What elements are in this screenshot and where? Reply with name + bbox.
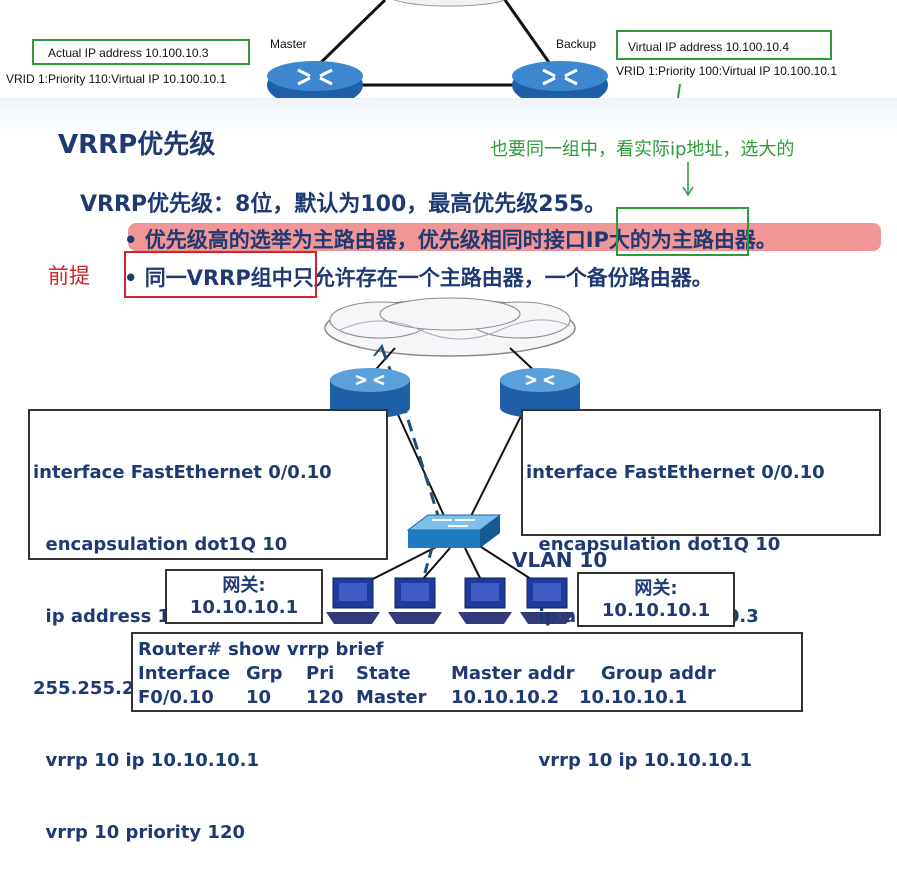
host-icon-3 — [458, 577, 512, 624]
header-interface: Interface — [138, 663, 231, 684]
left-router-config: interface FastEthernet 0/0.10 encapsulat… — [28, 409, 388, 843]
show-vrrp-output: Router# show vrrp brief Interface Grp Pr… — [131, 632, 803, 712]
backup-router-icon — [512, 61, 608, 100]
slide-background — [0, 98, 897, 716]
actual-ip-box: Actual IP address 10.100.10.3 — [32, 39, 250, 65]
host-icon-4 — [520, 577, 574, 624]
gateway-left-ip: 10.10.10.1 — [189, 597, 299, 618]
cell-group-addr: 10.10.10.1 — [579, 687, 688, 708]
cell-interface: F0/0.10 — [138, 687, 214, 708]
host-icon-1 — [326, 577, 380, 624]
backup-label: Backup — [556, 37, 597, 51]
network-diagram — [324, 297, 580, 624]
cell-master-addr: 10.10.10.2 — [451, 687, 560, 708]
left-config-line: encapsulation dot1Q 10 — [33, 534, 288, 555]
top-diagram-strip — [0, 0, 897, 98]
green-annotation: 也要同一组中，看实际ip地址，选大的 — [490, 139, 795, 160]
bullet-single-master: • 同一VRRP组中只允许存在一个主路由器，一个备份路由器。 — [124, 266, 713, 290]
green-arrow-mid-icon — [682, 162, 694, 197]
header-pri: Pri — [306, 663, 335, 684]
show-command: Router# show vrrp brief — [138, 639, 384, 660]
bullet-election-rule: • 优先级高的选举为主路由器，优先级相同时接口IP大的为主路由器。 — [124, 228, 777, 252]
left-config-line: vrrp 10 priority 120 — [33, 822, 246, 843]
priority-description: VRRP优先级：8位，默认为100，最高优先级255。 — [80, 192, 607, 217]
vrid-master-text: VRID 1:Priority 110:Virtual IP 10.100.10… — [6, 72, 227, 86]
host-icon-2 — [388, 577, 442, 624]
highlight-bar — [128, 223, 881, 251]
vrid-backup-text: VRID 1:Priority 100:Virtual IP 10.100.10… — [616, 64, 838, 78]
right-router-config: interface FastEthernet 0/0.10 encapsulat… — [521, 409, 881, 771]
vlan-label: VLAN 10 — [512, 548, 608, 572]
gateway-left-label: 网关: — [222, 575, 266, 596]
premise-label: 前提 — [48, 264, 90, 288]
red-box-same-group — [124, 251, 317, 298]
gateway-left-box: 网关: 10.10.10.1 — [165, 569, 323, 624]
right-config-line: interface FastEthernet 0/0.10 — [526, 462, 825, 483]
header-group-addr: Group addr — [601, 663, 716, 684]
right-router-icon — [500, 368, 580, 418]
master-router-icon — [267, 61, 363, 100]
gateway-right-label: 网关: — [634, 578, 678, 599]
cell-grp: 10 — [246, 687, 272, 708]
header-grp: Grp — [246, 663, 283, 684]
left-config-line: vrrp 10 ip 10.10.10.1 — [33, 750, 259, 771]
virtual-ip-box: Virtual IP address 10.100.10.4 — [616, 30, 832, 60]
switch-icon — [406, 514, 502, 548]
gateway-right-ip: 10.10.10.1 — [601, 600, 711, 621]
cell-state: Master — [356, 687, 427, 708]
header-master-addr: Master addr — [451, 663, 575, 684]
show-header-row: Interface Grp Pri State Master addr Grou… — [138, 662, 801, 686]
gateway-right-box: 网关: 10.10.10.1 — [577, 572, 735, 627]
right-config-line: vrrp 10 ip 10.10.10.1 — [526, 750, 752, 771]
left-config-line: interface FastEthernet 0/0.10 — [33, 462, 332, 483]
top-topology-lines — [267, 0, 681, 100]
top-cloud — [393, 0, 507, 7]
green-box-interface-ip — [616, 207, 749, 256]
slide-title: VRRP优先级 — [58, 130, 216, 160]
cell-pri: 120 — [306, 687, 344, 708]
right-config-line: encapsulation dot1Q 10 — [526, 534, 781, 555]
cloud-icon — [324, 297, 576, 357]
header-state: State — [356, 663, 411, 684]
master-label: Master — [270, 37, 307, 51]
show-data-row: F0/0.10 10 120 Master 10.10.10.2 10.10.1… — [138, 686, 801, 710]
